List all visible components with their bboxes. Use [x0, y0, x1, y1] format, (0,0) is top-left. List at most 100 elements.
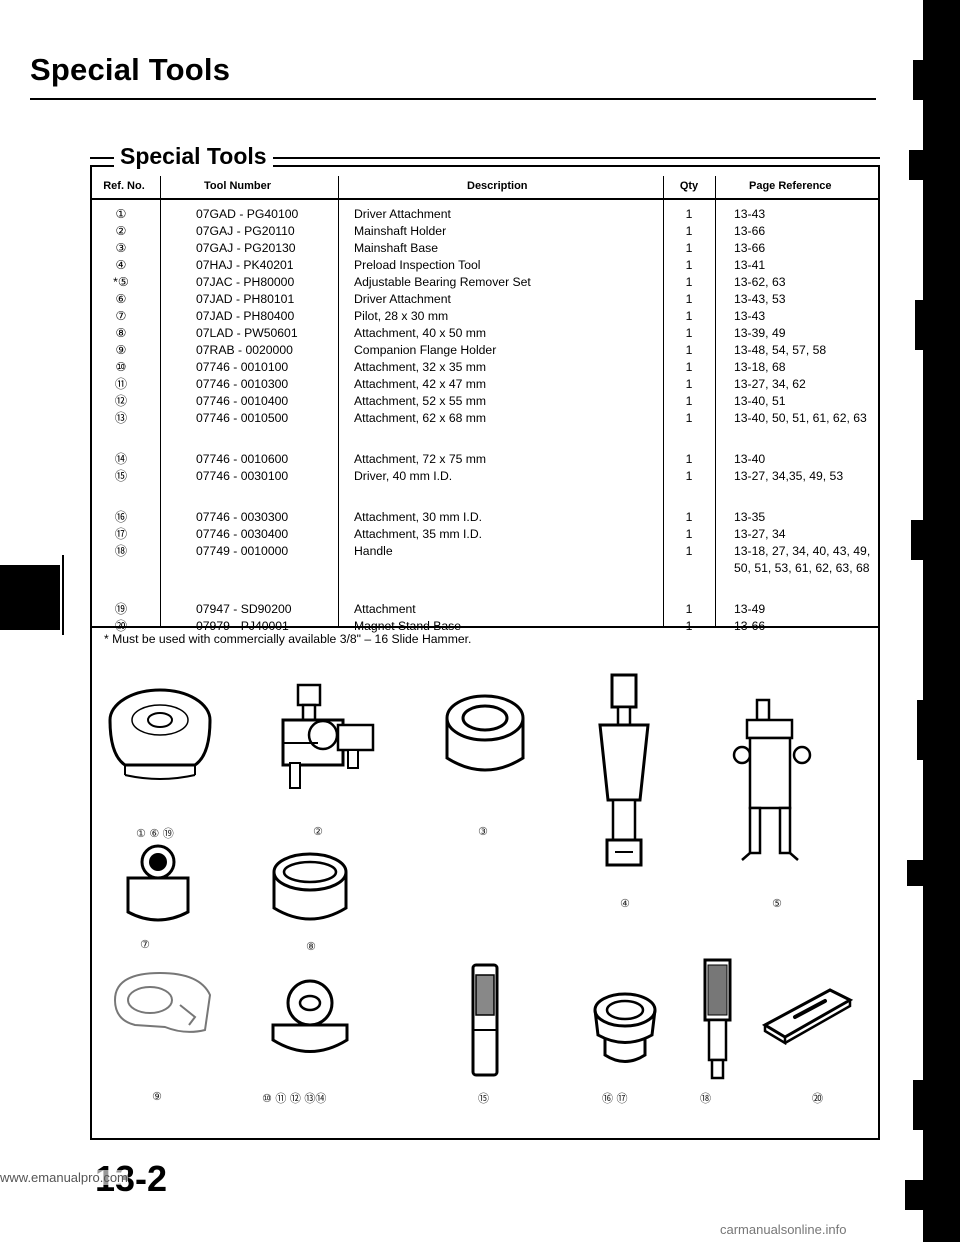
ref-number: ⑧ — [115, 326, 127, 340]
page-reference: 13-43 — [734, 309, 766, 323]
tool-number: 07746 - 0010600 — [196, 452, 289, 466]
ref-number: ④ — [115, 258, 127, 272]
tool-description: Driver Attachment — [354, 292, 451, 306]
ref-number: ⑯ — [114, 510, 128, 524]
ref-number: ⑪ — [114, 377, 128, 391]
illustration-caption: ⑮ — [478, 1092, 489, 1105]
tool-description: Driver Attachment — [354, 207, 451, 221]
watermark-left[interactable]: www.emanualpro.com — [0, 1170, 128, 1185]
column-divider — [715, 176, 716, 626]
tool-description: Attachment, 52 x 55 mm — [354, 394, 487, 408]
table-row: ⑨ 07RAB - 0020000 Companion Flange Holde… — [92, 342, 878, 359]
tool-qty: 1 — [685, 292, 693, 306]
handle-icon — [703, 958, 732, 1080]
tool-number: 07JAD - PH80400 — [196, 309, 295, 323]
tool-qty: 1 — [685, 544, 693, 558]
table-row: ④ 07HAJ - PK40201 Preload Inspection Too… — [92, 257, 878, 274]
tool-number: 07749 - 0010000 — [196, 544, 289, 558]
id-attachment-icon — [593, 992, 657, 1063]
table-row: ③ 07GAJ - PG20130 Mainshaft Base 1 13-66 — [92, 240, 878, 257]
tool-number: 07746 - 0010400 — [196, 394, 289, 408]
tool-qty: 1 — [685, 360, 693, 374]
ref-number: ③ — [115, 241, 127, 255]
tool-number: 07746 - 0010500 — [196, 411, 289, 425]
section-rule — [90, 157, 114, 159]
tool-number: 07GAJ - PG20110 — [196, 224, 295, 238]
tool-number: 07JAD - PH80101 — [196, 292, 295, 306]
title-rule — [30, 98, 876, 100]
tool-description: Attachment, 30 mm I.D. — [354, 510, 483, 524]
table-row: ⑬ 07746 - 0010500 Attachment, 62 x 68 mm… — [92, 410, 878, 451]
tool-description: Handle — [354, 544, 393, 558]
table-row: ⑱ 07749 - 0010000 Handle 1 13-18, 27, 34… — [92, 543, 878, 601]
section-tab — [0, 565, 60, 630]
table-row: ① 07GAD - PG40100 Driver Attachment 1 13… — [92, 206, 878, 223]
header-tool-number: Tool Number — [204, 180, 272, 192]
header-description: Description — [467, 180, 528, 192]
tool-qty: 1 — [685, 394, 693, 408]
column-divider — [663, 176, 664, 626]
ref-number: ⑥ — [115, 292, 127, 306]
attachment-icon — [272, 852, 348, 921]
table-row: ⑭ 07746 - 0010600 Attachment, 72 x 75 mm… — [92, 451, 878, 468]
tool-number: 07RAB - 0020000 — [196, 343, 293, 357]
header-rule — [92, 198, 878, 200]
tool-qty: 1 — [685, 411, 693, 425]
illustration-caption: ⑦ — [140, 938, 150, 951]
magnet-stand-base-icon — [761, 988, 854, 1045]
tools-table: ① 07GAD - PG40100 Driver Attachment 1 13… — [92, 206, 878, 635]
illustration-caption: ⑧ — [306, 940, 316, 953]
table-row: ⑦ 07JAD - PH80400 Pilot, 28 x 30 mm 1 13… — [92, 308, 878, 325]
ref-number: ⑭ — [114, 452, 128, 466]
tool-qty: 1 — [685, 224, 693, 238]
margin-line — [62, 555, 64, 635]
tool-number: 07746 - 0010100 — [196, 360, 289, 374]
pilot-icon — [126, 844, 190, 922]
page-title: Special Tools — [30, 52, 231, 87]
preload-inspection-tool-icon — [598, 673, 650, 867]
tool-description: Attachment, 32 x 35 mm — [354, 360, 487, 374]
tool-description: Pilot, 28 x 30 mm — [354, 309, 449, 323]
table-row: ⑧ 07LAD - PW50601 Attachment, 40 x 50 mm… — [92, 325, 878, 342]
page-reference: 13-35 — [734, 510, 766, 524]
tool-description: Mainshaft Base — [354, 241, 439, 255]
page-reference: 13-66 — [734, 224, 766, 238]
page-reference: 13-18, 27, 34, 40, 43, 49, 50, 51, 53, 6… — [734, 544, 871, 575]
ref-number: ⑱ — [114, 544, 128, 558]
illustration-caption: ⑨ — [152, 1090, 162, 1103]
page-reference: 13-39, 49 — [734, 326, 786, 340]
section-title: Special Tools — [114, 143, 273, 170]
illustration-caption: ⑤ — [772, 897, 782, 910]
ref-number: ② — [115, 224, 127, 238]
page-reference: 13-43, 53 — [734, 292, 786, 306]
illustration-caption: ① ⑥ ⑲ — [136, 827, 174, 840]
tool-qty: 1 — [685, 527, 693, 541]
tool-qty: 1 — [685, 602, 693, 616]
column-divider — [338, 176, 339, 626]
header-ref: Ref. No. — [103, 180, 145, 192]
tool-number: 07GAD - PG40100 — [196, 207, 299, 221]
tool-number: 07GAJ - PG20130 — [196, 241, 296, 255]
page-reference: 13-27, 34 — [734, 527, 786, 541]
page-reference: 13-27, 34, 62 — [734, 377, 806, 391]
tool-description: Companion Flange Holder — [354, 343, 497, 357]
page-reference: 13-48, 54, 57, 58 — [734, 343, 827, 357]
ref-number: ⑲ — [114, 602, 128, 616]
tool-qty: 1 — [685, 469, 693, 483]
illustration-caption: ⑳ — [812, 1092, 823, 1105]
ref-number: ① — [115, 207, 127, 221]
tool-qty: 1 — [685, 241, 693, 255]
tool-number: 07947 - SD90200 — [196, 602, 292, 616]
table-row: ② 07GAJ - PG20110 Mainshaft Holder 1 13-… — [92, 223, 878, 240]
tool-qty: 1 — [685, 510, 693, 524]
binding-edge — [905, 0, 960, 1242]
watermark-right[interactable]: carmanualsonline.info — [720, 1222, 847, 1237]
bearing-remover-set-icon — [732, 698, 812, 861]
tool-qty: 1 — [685, 343, 693, 357]
tool-number: 07746 - 0030300 — [196, 510, 289, 524]
driver-icon — [471, 963, 499, 1077]
illustration-caption: ④ — [620, 897, 630, 910]
table-row: ⑲ 07947 - SD90200 Attachment 1 13-49 — [92, 601, 878, 618]
header-page-reference: Page Reference — [749, 180, 832, 192]
companion-flange-holder-icon — [113, 971, 212, 1033]
